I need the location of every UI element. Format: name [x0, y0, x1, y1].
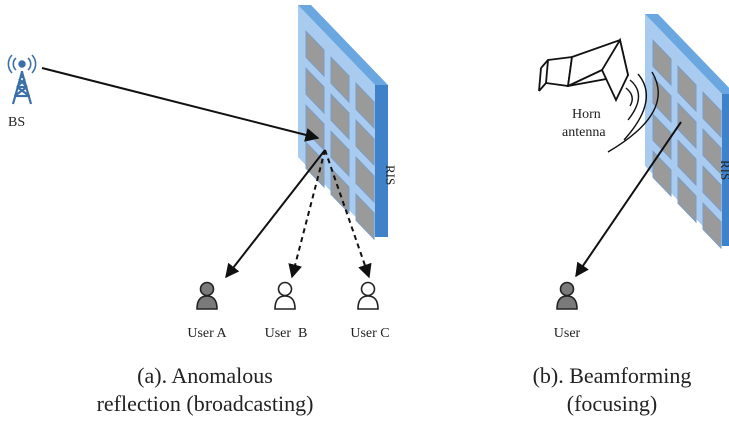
ris-element [355, 82, 375, 130]
ris-element [677, 176, 697, 224]
panel-a: BS RIS User A User B User C [7, 5, 398, 416]
ris-element [330, 56, 350, 104]
reflected-beam-user-b [288, 149, 326, 279]
caption-a-line2: reflection (broadcasting) [97, 391, 314, 416]
ris-element [355, 193, 375, 241]
user-label: User [554, 326, 581, 341]
panel-b: RIS Horn antenna User (b). B [533, 14, 729, 416]
ris-element [305, 141, 325, 189]
horn-label-line2: antenna [562, 125, 606, 140]
ris-element [330, 93, 350, 141]
caption-b-line2: (focusing) [567, 391, 657, 416]
ris-element [677, 102, 697, 150]
user-c-icon [357, 281, 379, 310]
ris-panel-a [298, 5, 388, 241]
ris-element [702, 165, 722, 213]
horn-label-line1: Horn [572, 107, 601, 122]
incident-beam-arrow [41, 67, 320, 142]
ris-element [677, 139, 697, 187]
user-c-label: User C [350, 326, 389, 341]
horn-antenna-icon [538, 37, 630, 103]
ris-element [702, 202, 722, 250]
ris-label-a: RIS [383, 165, 398, 185]
ris-element [652, 113, 672, 161]
ris-element [702, 91, 722, 139]
caption-b-line1: (b). Beamforming [533, 363, 692, 388]
ris-element [305, 30, 325, 78]
wavefronts [607, 71, 659, 153]
ris-element [305, 67, 325, 115]
bs-label: BS [8, 115, 25, 130]
base-station-icon [7, 54, 37, 105]
ris-label-b: RIS [718, 160, 729, 180]
ris-elements [652, 39, 722, 250]
ris-element [355, 156, 375, 204]
focused-beam-arrow [575, 121, 682, 278]
user-icon [556, 281, 578, 310]
ris-element [652, 150, 672, 198]
ris-element [677, 65, 697, 113]
user-a-label: User A [187, 326, 227, 341]
caption-a-line1: (a). Anomalous [137, 363, 273, 388]
user-b-label: User B [265, 326, 308, 341]
reflected-beam-user-a [225, 149, 326, 279]
ris-elements [305, 30, 375, 241]
ris-element [355, 119, 375, 167]
ris-panel-b [645, 14, 729, 250]
ris-element [702, 128, 722, 176]
user-b-icon [274, 281, 296, 310]
ris-element [330, 130, 350, 178]
reflected-beam-user-c [324, 149, 372, 279]
user-a-icon [196, 281, 218, 310]
ris-element [652, 39, 672, 87]
